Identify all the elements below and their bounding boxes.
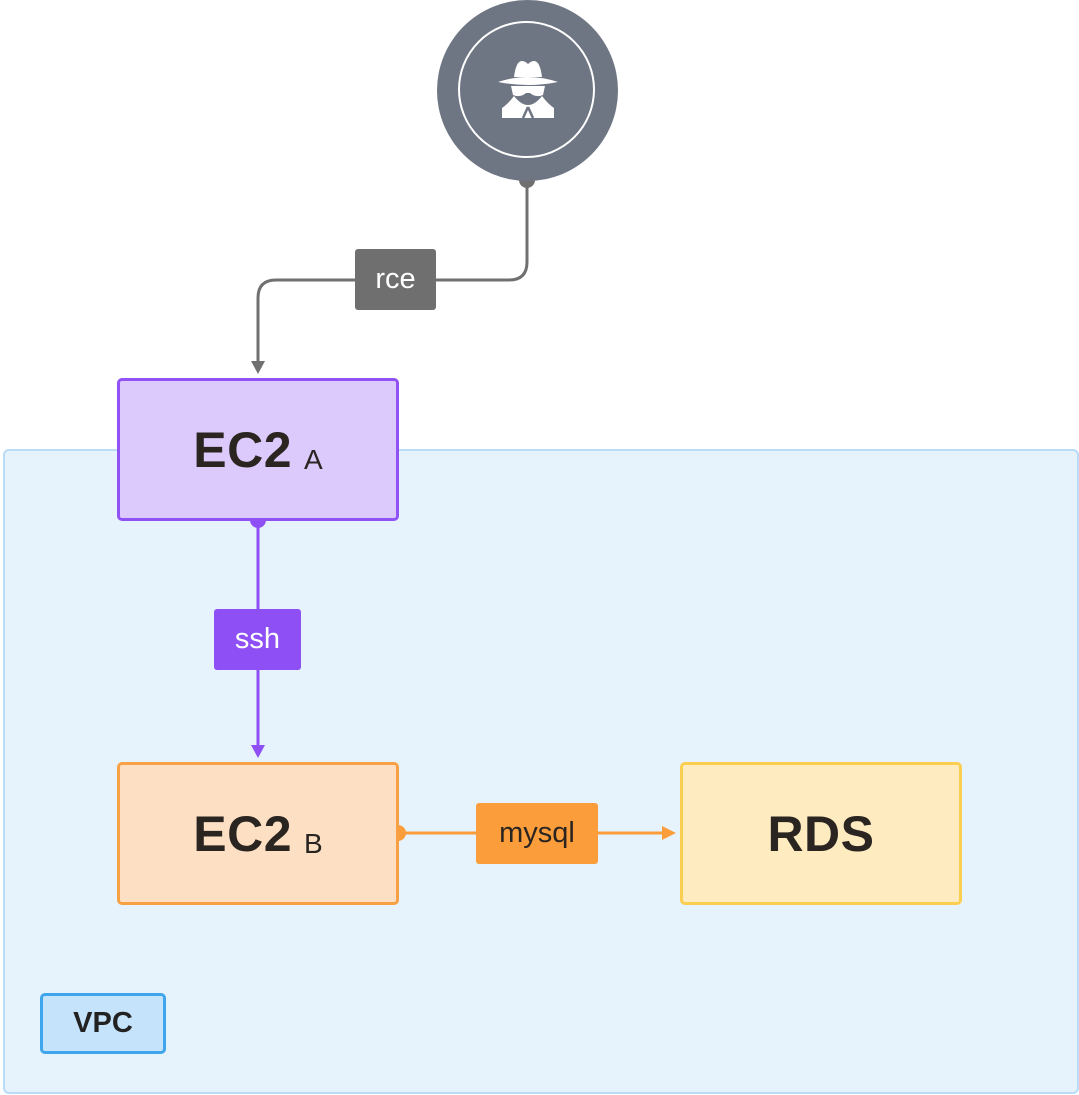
ec2-a-node[interactable]: EC2 A: [117, 378, 399, 521]
attacker-node[interactable]: [437, 0, 618, 181]
ec2-b-subtitle: B: [304, 827, 323, 859]
vpc-label[interactable]: VPC: [40, 993, 166, 1054]
edge-rce-arrow: [251, 361, 265, 374]
ec2-b-title: EC2: [193, 805, 293, 862]
edge-mysql-arrow: [662, 826, 676, 840]
edge-ssh-arrow: [251, 745, 265, 758]
edge-label-ssh[interactable]: ssh: [214, 609, 301, 670]
edge-label-rce[interactable]: rce: [355, 249, 436, 310]
rds-title: RDS: [767, 805, 875, 862]
edge-label-mysql[interactable]: mysql: [476, 803, 598, 864]
rds-node[interactable]: RDS: [680, 762, 962, 905]
attacker-ring: [458, 21, 595, 158]
ec2-a-title: EC2: [193, 421, 293, 478]
ec2-a-subtitle: A: [304, 443, 323, 475]
ec2-b-node[interactable]: EC2 B: [117, 762, 399, 905]
spy-icon: [498, 61, 558, 119]
